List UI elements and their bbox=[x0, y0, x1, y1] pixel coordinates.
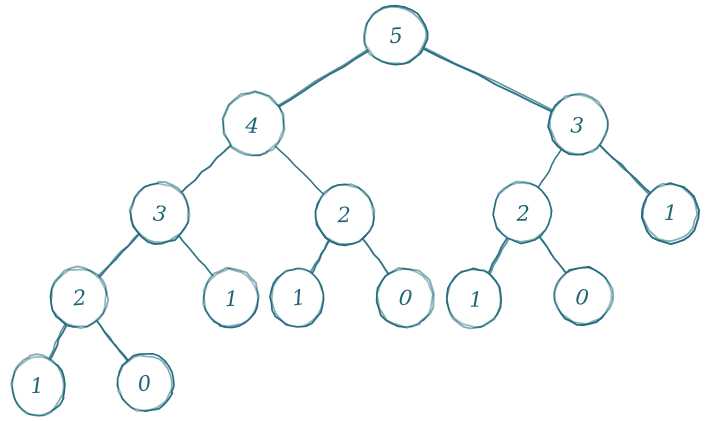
nodes-layer: 5 4 3 3 2 2 1 2 1 1 0 1 0 1 0 bbox=[10, 4, 700, 417]
tree-node[interactable]: 1 bbox=[202, 266, 260, 329]
node-label: 4 bbox=[244, 114, 260, 139]
node-label: 1 bbox=[469, 288, 483, 312]
node-outline bbox=[445, 268, 502, 330]
tree-node[interactable]: 1 bbox=[640, 182, 700, 246]
tree-edge bbox=[537, 234, 569, 277]
node-outline bbox=[10, 353, 65, 417]
node-outline bbox=[375, 266, 435, 329]
node-label: 0 bbox=[137, 371, 153, 396]
tree-edge bbox=[418, 44, 555, 114]
node-outline bbox=[270, 267, 325, 328]
tree-node[interactable]: 4 bbox=[221, 90, 286, 157]
tree-edge bbox=[597, 142, 653, 197]
node-label: 0 bbox=[574, 285, 589, 310]
node-outline bbox=[363, 5, 428, 65]
tree-node[interactable]: 2 bbox=[49, 265, 110, 330]
node-outline bbox=[202, 266, 260, 328]
tree-node[interactable]: 3 bbox=[547, 92, 609, 156]
node-outline bbox=[549, 92, 609, 156]
node-outline bbox=[116, 354, 173, 412]
tree-edge bbox=[308, 237, 332, 277]
tree-node[interactable]: 2 bbox=[492, 180, 553, 245]
tree-edge bbox=[275, 47, 372, 109]
tree-edge bbox=[95, 231, 142, 280]
tree-node[interactable]: 1 bbox=[10, 353, 66, 417]
node-label: 1 bbox=[291, 285, 307, 310]
tree-node[interactable]: 1 bbox=[445, 267, 503, 330]
tree-node[interactable]: 1 bbox=[269, 267, 325, 328]
node-label: 3 bbox=[570, 113, 584, 138]
node-outline bbox=[492, 180, 553, 243]
tree-node[interactable]: 3 bbox=[128, 180, 191, 246]
node-outline bbox=[314, 183, 376, 245]
tree-node[interactable]: 5 bbox=[363, 4, 429, 66]
node-label: 1 bbox=[664, 201, 678, 225]
tree-edge bbox=[272, 143, 326, 196]
node-outline bbox=[128, 180, 191, 244]
tree-node[interactable]: 2 bbox=[314, 183, 376, 247]
tree-node[interactable]: 0 bbox=[552, 265, 615, 326]
tree-edge bbox=[536, 146, 564, 190]
node-outline bbox=[221, 90, 286, 157]
node-label: 0 bbox=[398, 285, 414, 310]
node-label: 2 bbox=[515, 201, 530, 225]
tree-edge bbox=[177, 234, 216, 280]
node-outline bbox=[552, 266, 615, 325]
tree-node[interactable]: 0 bbox=[375, 266, 435, 329]
node-label: 1 bbox=[30, 374, 45, 399]
node-label: 1 bbox=[224, 287, 238, 311]
node-label: 3 bbox=[152, 201, 168, 226]
tree-edge bbox=[94, 318, 130, 365]
node-outline bbox=[641, 182, 699, 243]
tree-edge bbox=[486, 235, 511, 279]
tree-edge bbox=[179, 143, 233, 195]
tree-node[interactable]: 0 bbox=[116, 353, 175, 413]
node-label: 2 bbox=[336, 203, 351, 227]
node-outline bbox=[49, 265, 110, 330]
tree-edge bbox=[361, 237, 391, 277]
tree-edge bbox=[46, 319, 69, 363]
node-label: 2 bbox=[71, 285, 88, 310]
edges-layer bbox=[46, 44, 653, 365]
node-label: 5 bbox=[389, 23, 404, 48]
